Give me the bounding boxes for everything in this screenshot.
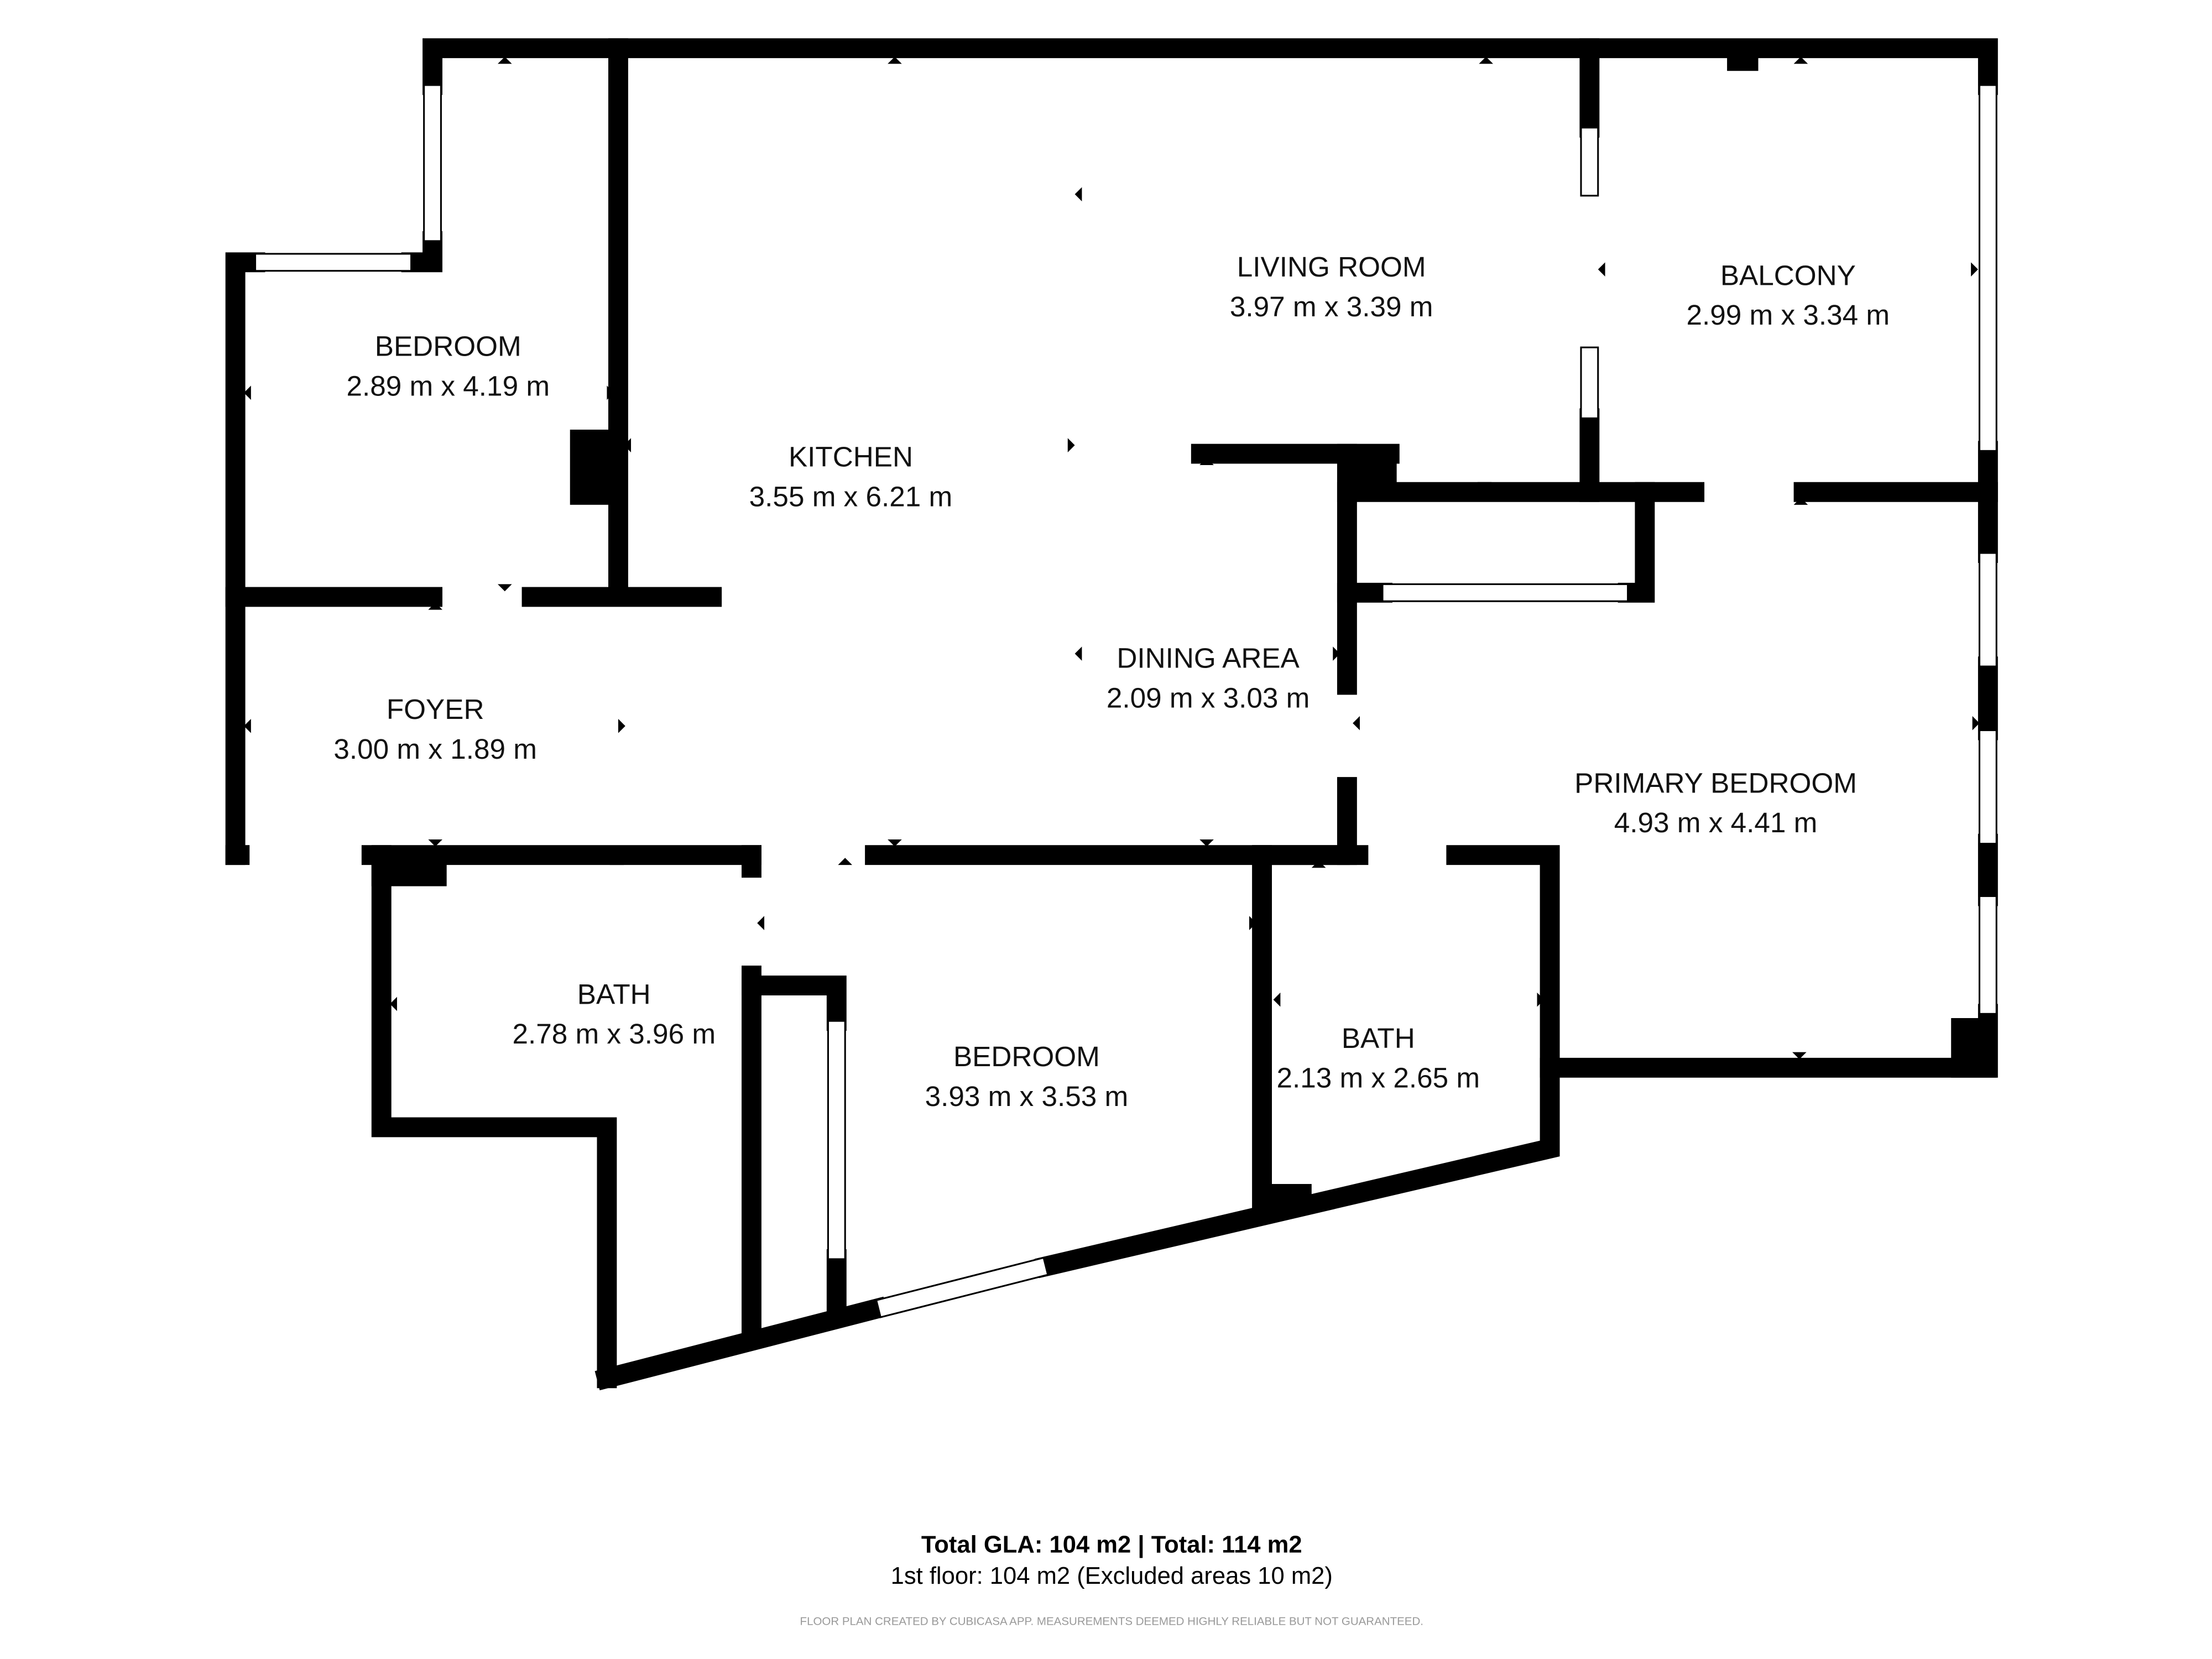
room-name: BEDROOM <box>953 1041 1100 1072</box>
room-dimensions: 2.09 m x 3.03 m <box>1107 682 1310 713</box>
room-dimensions: 2.78 m x 3.96 m <box>512 1018 716 1050</box>
room-name: LIVING ROOM <box>1237 251 1426 283</box>
area-summary: Total GLA: 104 m2 | Total: 114 m2 1st fl… <box>800 1532 1423 1628</box>
floor-area: 1st floor: 104 m2 (Excluded areas 10 m2) <box>891 1563 1333 1589</box>
room-living-room: LIVING ROOM 3.97 m x 3.39 m <box>1230 251 1433 322</box>
room-name: BEDROOM <box>375 331 521 362</box>
disclaimer: FLOOR PLAN CREATED BY CUBICASA APP. MEAS… <box>800 1615 1423 1627</box>
room-dining-area: DINING AREA 2.09 m x 3.03 m <box>1107 643 1310 714</box>
room-name: KITCHEN <box>789 441 913 473</box>
room-kitchen: KITCHEN 3.55 m x 6.21 m <box>749 441 953 513</box>
room-dimensions: 3.00 m x 1.89 m <box>333 733 537 765</box>
room-name: BATH <box>1342 1022 1415 1054</box>
room-name: DINING AREA <box>1117 643 1300 674</box>
room-bedroom-1: BEDROOM 2.89 m x 4.19 m <box>346 331 550 402</box>
room-dimensions: 2.89 m x 4.19 m <box>346 370 550 401</box>
room-name: BATH <box>577 978 651 1010</box>
room-dimensions: 2.13 m x 2.65 m <box>1277 1062 1480 1094</box>
room-name: FOYER <box>387 693 484 725</box>
room-dimensions: 3.93 m x 3.53 m <box>925 1081 1129 1112</box>
room-labels: BEDROOM 2.89 m x 4.19 m KITCHEN 3.55 m x… <box>333 251 1890 1112</box>
windows <box>254 84 1997 1318</box>
room-balcony: BALCONY 2.99 m x 3.34 m <box>1687 259 1890 331</box>
room-foyer: FOYER 3.00 m x 1.89 m <box>333 693 537 765</box>
total-area: Total GLA: 104 m2 | Total: 114 m2 <box>921 1532 1302 1559</box>
room-primary-bedroom: PRIMARY BEDROOM 4.93 m x 4.41 m <box>1574 767 1857 838</box>
room-dimensions: 3.97 m x 3.39 m <box>1230 291 1433 322</box>
room-bath-2: BATH 2.13 m x 2.65 m <box>1277 1022 1480 1094</box>
walls <box>225 38 1998 1391</box>
room-dimensions: 3.55 m x 6.21 m <box>749 481 953 512</box>
room-name: BALCONY <box>1720 259 1856 291</box>
room-name: PRIMARY BEDROOM <box>1574 767 1857 799</box>
room-dimensions: 2.99 m x 3.34 m <box>1687 299 1890 331</box>
measurement-arrows <box>244 56 1980 1060</box>
room-dimensions: 4.93 m x 4.41 m <box>1614 807 1818 838</box>
room-bedroom-2: BEDROOM 3.93 m x 3.53 m <box>925 1041 1129 1112</box>
room-bath-1: BATH 2.78 m x 3.96 m <box>512 978 716 1050</box>
